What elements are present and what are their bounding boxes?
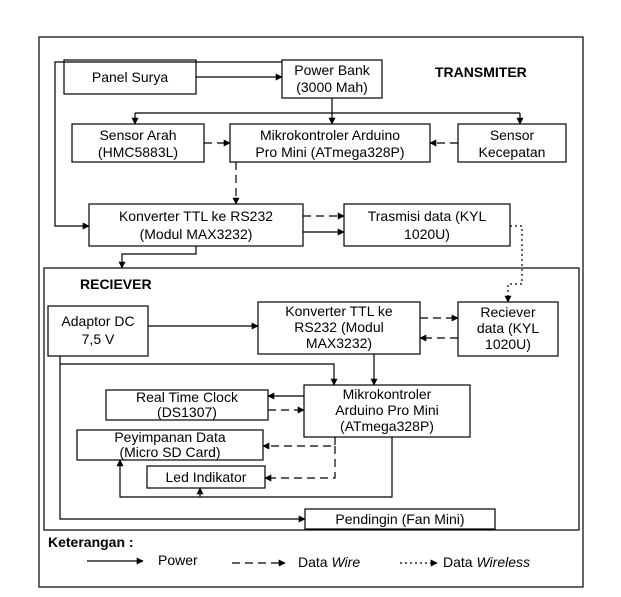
legend-power-label: Power [158, 552, 198, 568]
rtc-block: Real Time Clock (DS1307) [105, 389, 269, 421]
led-indikator-block: Led Indikator [146, 465, 266, 489]
svg-text:MAX3232): MAX3232) [306, 335, 372, 351]
arrow-bus-to-pendingin [59, 364, 306, 523]
legend-wire-label: Data Wire [298, 554, 360, 570]
svg-text:Pendingin (Fan Mini): Pendingin (Fan Mini) [335, 511, 464, 527]
sensor-kecepatan-block: Sensor Kecepatan [457, 123, 567, 163]
legend: Keterangan : Power Data Wire Data Wirele… [48, 534, 530, 570]
power-bank-block: Power Bank (3000 Mah) [281, 59, 383, 99]
konverter-tx-block: Konverter TTL ke RS232 (Modul MAX3232) [88, 203, 304, 247]
konverter-rx-block: Konverter TTL ke RS232 (Modul MAX3232) [257, 301, 421, 355]
svg-text:Pro Mini (ATmega328P): Pro Mini (ATmega328P) [255, 144, 404, 160]
receiver-title: RECIEVER [80, 276, 152, 292]
svg-text:1020U): 1020U) [404, 226, 450, 242]
svg-text:Reciever: Reciever [480, 304, 536, 320]
receiver-frame [43, 267, 580, 531]
svg-text:(ATmega328P): (ATmega328P) [340, 418, 434, 434]
svg-text:(3000 Mah): (3000 Mah) [296, 79, 368, 95]
legend-wireless-label: Data Wireless [443, 554, 530, 570]
svg-text:data (KYL: data (KYL [477, 320, 539, 336]
arrow-power-to-konverter-tx [54, 61, 282, 230]
svg-text:Kecepatan: Kecepatan [479, 144, 546, 160]
arrow-mikro-to-penyimpanan-power [116, 437, 393, 498]
reciever-data-block: Reciever data (KYL 1020U) [457, 301, 559, 357]
svg-text:(DS1307): (DS1307) [157, 404, 217, 420]
svg-text:Trasmisi data (KYL: Trasmisi data (KYL [368, 208, 487, 224]
svg-text:Panel Surya: Panel Surya [92, 69, 168, 85]
svg-text:(Modul MAX3232): (Modul MAX3232) [140, 226, 253, 242]
svg-text:Mikrokontroler Arduino: Mikrokontroler Arduino [260, 127, 400, 143]
svg-text:RS232 (Modul: RS232 (Modul [294, 319, 384, 335]
outer-frame [38, 36, 584, 588]
adaptor-dc-block: Adaptor DC 7,5 V [47, 305, 149, 357]
sensor-arah-block: Sensor Arah (HMC5883L) [71, 123, 205, 163]
svg-text:Peyimpanan Data: Peyimpanan Data [114, 429, 226, 445]
connector-lines [54, 61, 524, 523]
pendingin-block: Pendingin (Fan Mini) [304, 508, 496, 530]
svg-text:Power Bank: Power Bank [294, 62, 370, 78]
penyimpanan-block: Peyimpanan Data (Micro SD Card) [76, 429, 264, 461]
arrow-mikro-to-led-data [264, 446, 336, 482]
svg-text:Konverter TTL ke: Konverter TTL ke [285, 303, 393, 319]
arrow-bus-to-mikro-rx [59, 356, 338, 386]
arrow-mikro-to-penyimpanan-data [262, 437, 336, 450]
svg-text:Sensor Arah: Sensor Arah [99, 127, 176, 143]
svg-text:Sensor: Sensor [490, 127, 535, 143]
svg-text:Adaptor DC: Adaptor DC [61, 313, 134, 329]
mikrokontroler-rx-block: Mikrokontroler Arduino Pro Mini (ATmega3… [303, 384, 471, 438]
arrow-konverter-to-receiver [118, 246, 197, 269]
transmisi-block: Trasmisi data (KYL 1020U) [343, 203, 511, 247]
transmitter-title: TRANSMITER [435, 64, 527, 80]
mikrokontroler-tx-block: Mikrokontroler Arduino Pro Mini (ATmega3… [229, 123, 431, 163]
arrow-wireless-link [504, 225, 523, 303]
svg-text:Arduino Pro Mini: Arduino Pro Mini [335, 402, 439, 418]
svg-text:Led Indikator: Led Indikator [166, 469, 247, 485]
svg-text:Konverter TTL ke RS232: Konverter TTL ke RS232 [119, 208, 273, 224]
svg-text:Real Time Clock: Real Time Clock [136, 389, 239, 405]
svg-text:7,5 V: 7,5 V [82, 331, 115, 347]
panel-surya-block: Panel Surya [63, 59, 197, 95]
svg-text:1020U): 1020U) [485, 336, 531, 352]
svg-text:(Micro SD Card): (Micro SD Card) [119, 444, 220, 460]
svg-text:(HMC5883L): (HMC5883L) [98, 144, 178, 160]
legend-title: Keterangan : [48, 534, 134, 550]
svg-text:Mikrokontroler: Mikrokontroler [343, 386, 432, 402]
